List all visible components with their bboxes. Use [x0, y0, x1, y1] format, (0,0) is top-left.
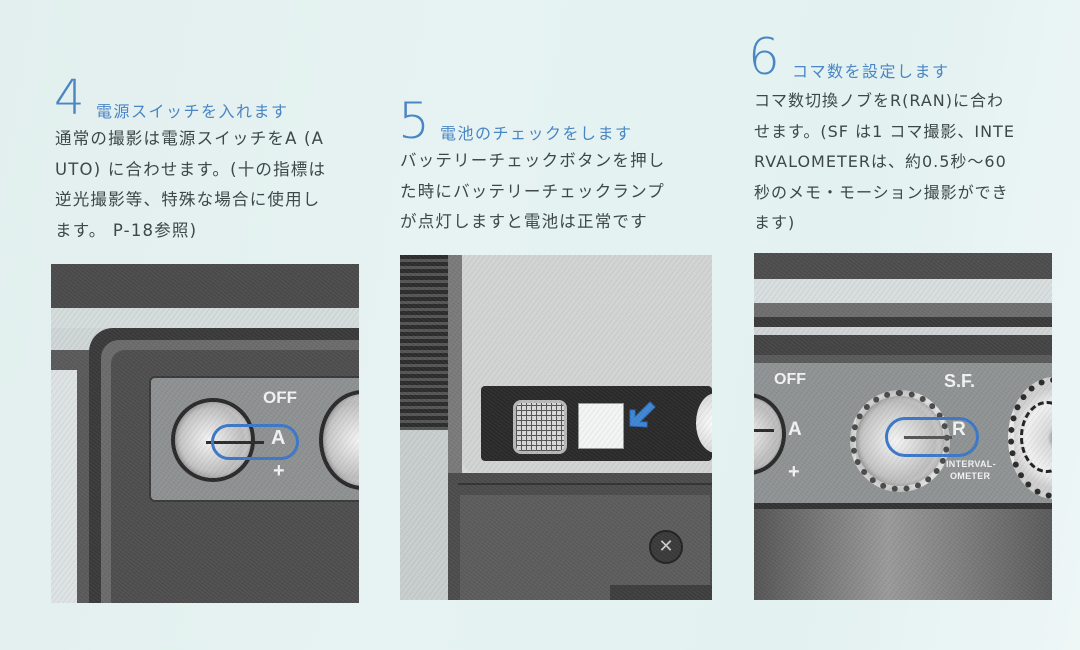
body-line: ます。 P-18参照): [55, 220, 198, 240]
arrow-icon: [629, 401, 656, 428]
step-body: バッテリーチェックボタンを押し た時にバッテリーチェックランプ が点灯しますと電…: [400, 146, 666, 238]
step-number: 4: [54, 70, 85, 126]
highlight-ring: [885, 417, 979, 457]
body-line: 逆光撮影等、特殊な場合に使用し: [55, 190, 321, 209]
battery-check-button: [578, 403, 624, 449]
highlight-ring: [211, 424, 299, 460]
body-line: せます。(SF は1 コマ撮影、INTE: [754, 121, 1015, 141]
body-line: RVALOMETERは、約0.5秒〜60: [754, 152, 1007, 171]
body-line: バッテリーチェックボタンを押し: [400, 151, 666, 170]
photo-battery-check: ✕: [400, 255, 712, 600]
battery-check-lamp: [513, 400, 567, 454]
step-body: コマ数切換ノブをR(RAN)に合わ せます。(SF は1 コマ撮影、INTE R…: [754, 86, 1015, 239]
body-line: UTO) に合わせます。(十の指標は: [55, 159, 327, 179]
label-intervalometer-2: OMETER: [950, 471, 991, 481]
label-intervalometer-1: INTERVAL-: [946, 459, 996, 469]
body-line: 秒のメモ・モーション撮影ができ: [754, 182, 1009, 202]
body-line: 通常の撮影は電源スイッチをA (A: [55, 129, 325, 148]
label-auto: A: [788, 419, 802, 440]
body-line: が点灯しますと電池は正常です: [400, 212, 648, 231]
label-plus: +: [788, 461, 800, 483]
power-knob: [171, 398, 255, 482]
step-title: コマ数を設定します: [792, 62, 950, 81]
body-line: た時にバッテリーチェックランプ: [400, 181, 666, 201]
photo-frame-selector: OFF A + S.F. R INTERVAL- OMETER: [754, 253, 1052, 600]
label-off: OFF: [774, 371, 806, 388]
label-off: OFF: [263, 388, 297, 407]
step-number: 6: [748, 28, 780, 86]
label-plus: +: [273, 460, 285, 482]
label-sf: S.F.: [944, 371, 976, 391]
step-title: 電池のチェックをします: [440, 124, 633, 143]
step-body: 通常の撮影は電源スイッチをA (A UTO) に合わせます。(十の指標は 逆光撮…: [55, 124, 326, 246]
screw-icon: ✕: [649, 530, 683, 564]
step-title: 電源スイッチを入れます: [96, 102, 289, 121]
body-line: ます): [754, 213, 796, 232]
body-line: コマ数切換ノブをR(RAN)に合わ: [754, 91, 1004, 110]
step-number: 5: [398, 92, 430, 150]
photo-power-switch: OFF A +: [51, 264, 359, 603]
